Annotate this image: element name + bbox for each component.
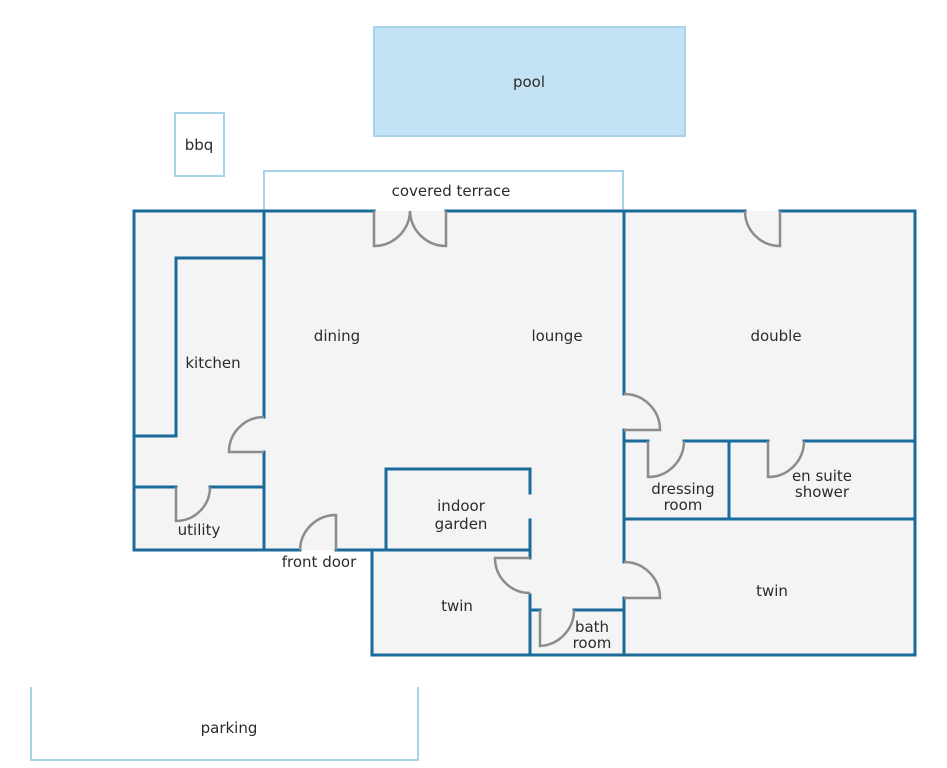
covered-terrace-outline: [263, 170, 624, 211]
en-suite-label-line2: shower: [795, 483, 850, 501]
double-bedroom-door: [743, 210, 782, 248]
kitchen-door: [227, 415, 265, 454]
twin-right-label: twin: [756, 582, 788, 600]
walls: [132, 209, 917, 657]
twin-left-door: [493, 556, 531, 595]
utility-door: [174, 486, 212, 523]
parking-outline: [30, 687, 419, 761]
indoor-garden-label-line2: garden: [435, 515, 488, 533]
house-floor: [134, 211, 915, 655]
pool-label: pool: [513, 73, 545, 91]
bathroom-label-line1: bath: [575, 618, 609, 636]
dining-label: dining: [314, 327, 360, 345]
terrace-door-right: [408, 210, 448, 248]
doors: [174, 210, 806, 648]
bathroom-door: [538, 609, 576, 648]
front-door-label: front door: [282, 553, 357, 571]
front-door-swing: [298, 513, 338, 551]
en-suite-label-line1: en suite: [792, 467, 852, 485]
parking-label: parking: [201, 719, 258, 737]
bathroom-label-line2: room: [573, 634, 612, 652]
pool: [373, 26, 686, 137]
dressing-room-door: [646, 440, 686, 479]
bbq-area: [174, 112, 225, 177]
bbq-label: bbq: [185, 136, 214, 154]
room-labels: pool bbq covered terrace kitchen dining …: [178, 73, 852, 737]
dressing-room-label-line1: dressing: [651, 480, 714, 498]
utility-label: utility: [178, 521, 221, 539]
dressing-room-label-line2: room: [664, 496, 703, 514]
kitchen-label: kitchen: [185, 354, 240, 372]
twin-left-label: twin: [441, 597, 473, 615]
twin-right-door: [623, 560, 662, 600]
lounge-double-door: [623, 392, 662, 432]
terrace-door-left: [372, 210, 412, 248]
lounge-label: lounge: [531, 327, 582, 345]
double-label: double: [750, 327, 801, 345]
indoor-garden-label-line1: indoor: [437, 497, 486, 515]
covered-terrace-label: covered terrace: [392, 182, 511, 200]
en-suite-door: [766, 440, 806, 479]
